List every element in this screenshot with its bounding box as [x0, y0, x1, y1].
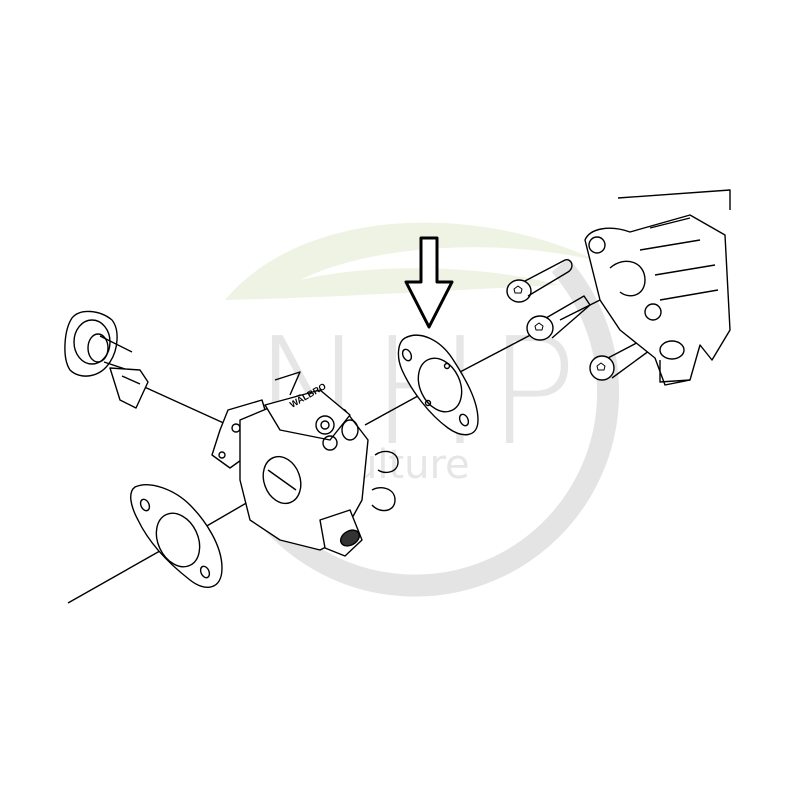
intake-housing [584, 189, 731, 386]
gasket-front [130, 484, 223, 588]
intake-boot [64, 310, 149, 409]
torx-screw-2 [526, 295, 591, 341]
torx-screw-1 [506, 259, 573, 303]
gasket-rear [397, 334, 479, 436]
down-arrow-icon [404, 236, 454, 329]
watermark-ring [261, 257, 620, 597]
watermark-leaf-icon [225, 222, 600, 300]
carburetor: WALBRO [211, 371, 399, 557]
